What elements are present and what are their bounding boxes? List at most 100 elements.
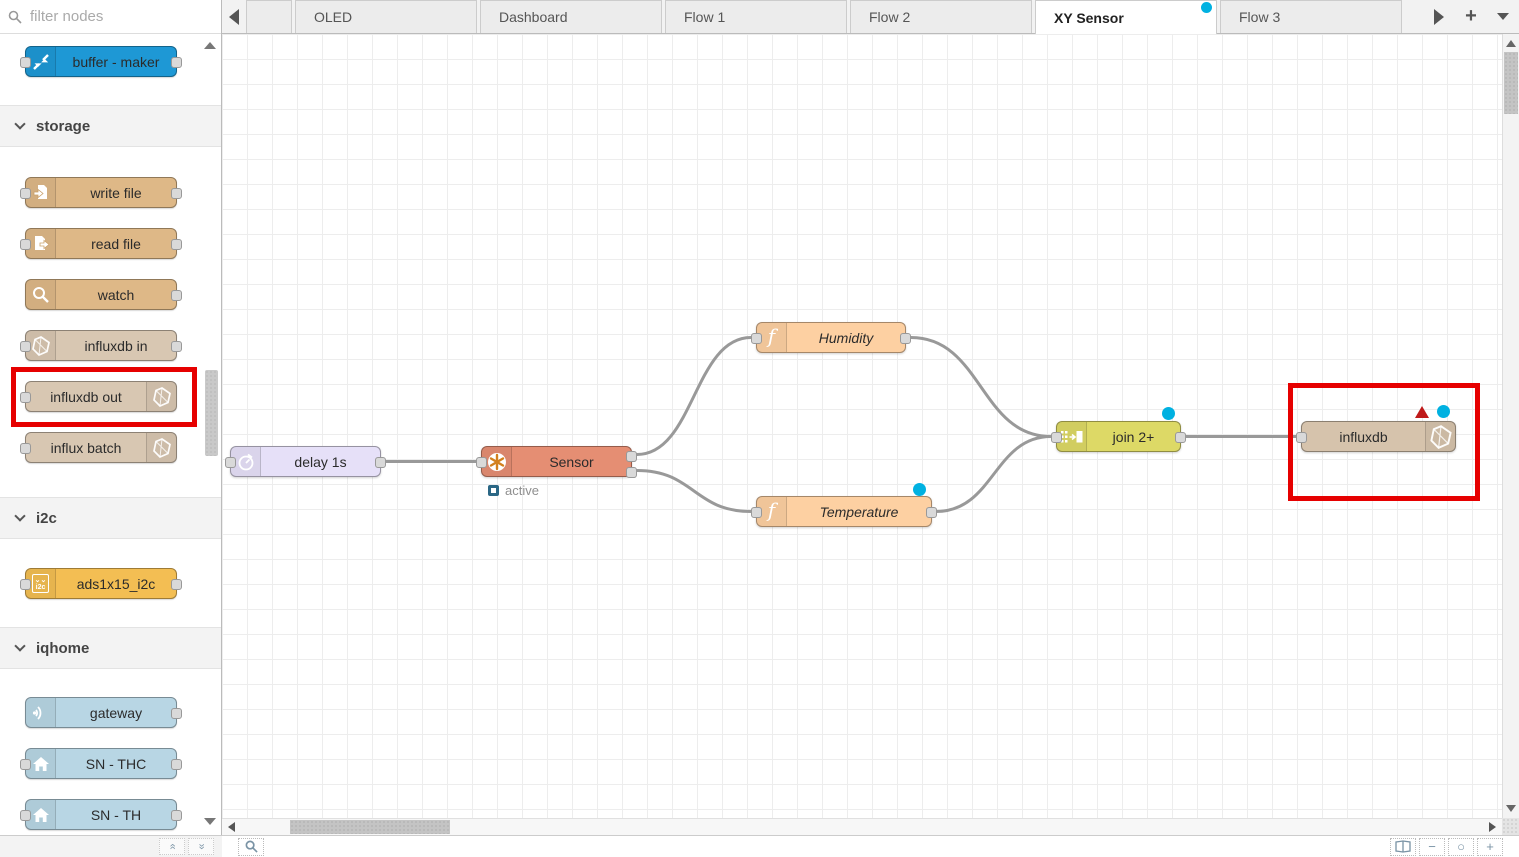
node-output-port[interactable] bbox=[171, 707, 182, 719]
navigator-toggle-button[interactable] bbox=[1390, 837, 1416, 856]
tab-flow-2[interactable]: Flow 2 bbox=[850, 0, 1032, 33]
wire-humidity-join[interactable] bbox=[909, 336, 1053, 438]
tab-dashboard[interactable]: Dashboard bbox=[480, 0, 662, 33]
node-input-port[interactable] bbox=[20, 56, 31, 68]
node-input-port[interactable] bbox=[20, 238, 31, 250]
palette-node-influxdb-in[interactable]: influxdb in bbox=[20, 330, 182, 361]
node-input-port[interactable] bbox=[20, 187, 31, 199]
palette-node-ads1x15-i2c[interactable]: ⌄⌄i2c ads1x15_i2c bbox=[20, 568, 182, 599]
node-input-port[interactable] bbox=[751, 332, 762, 344]
node-input-port[interactable] bbox=[20, 391, 31, 403]
tab-oled[interactable]: OLED bbox=[295, 0, 477, 33]
tabs-scroll-left-button[interactable] bbox=[222, 0, 246, 33]
wire-temperature-join[interactable] bbox=[934, 435, 1053, 513]
flow-node-delay[interactable]: delay 1s bbox=[225, 446, 386, 477]
scroll-up-arrow[interactable] bbox=[1506, 40, 1516, 47]
flow-node-join[interactable]: join 2+ bbox=[1051, 407, 1186, 452]
node-output-port[interactable] bbox=[926, 506, 937, 518]
zoom-out-button[interactable]: − bbox=[1419, 837, 1445, 856]
palette-footer: « » bbox=[0, 835, 222, 857]
tab-partial[interactable] bbox=[246, 0, 292, 33]
node-output-port[interactable] bbox=[171, 809, 182, 821]
palette-category-i2c[interactable]: i2c bbox=[0, 497, 221, 539]
collapse-all-categories-button[interactable]: « bbox=[159, 838, 185, 855]
node-output-port[interactable] bbox=[171, 238, 182, 250]
node-input-port[interactable] bbox=[1296, 431, 1307, 443]
palette-node-gateway[interactable]: gateway bbox=[25, 697, 182, 728]
palette-node-sn-th[interactable]: SN - TH bbox=[20, 799, 182, 830]
flow-node-sensor[interactable]: Sensor bbox=[476, 446, 637, 478]
workspace-tabbar: OLED Dashboard Flow 1 Flow 2 XY Sensor F… bbox=[222, 0, 1519, 34]
node-output-port[interactable] bbox=[171, 187, 182, 199]
wire-sensor-temperature[interactable] bbox=[635, 469, 753, 513]
canvas-vertical-scrollbar[interactable] bbox=[1502, 34, 1519, 818]
wire-sensor-humidity[interactable] bbox=[635, 336, 753, 456]
node-input-port[interactable] bbox=[20, 809, 31, 821]
node-output-port[interactable] bbox=[171, 340, 182, 352]
palette-category-storage[interactable]: storage bbox=[0, 105, 221, 147]
node-input-port[interactable] bbox=[20, 578, 31, 590]
node-output-port[interactable] bbox=[900, 332, 911, 344]
canvas-search-button[interactable] bbox=[238, 837, 264, 856]
node-label: read file bbox=[91, 235, 141, 252]
node-output-port[interactable] bbox=[171, 289, 182, 301]
red-highlight-box-canvas bbox=[1288, 383, 1480, 501]
palette-scroll-area[interactable]: buffer - maker storage bbox=[0, 34, 221, 835]
palette-scrollbar-thumb[interactable] bbox=[205, 370, 218, 456]
flow-canvas[interactable]: delay 1s Sensor bbox=[222, 34, 1502, 818]
node-output-port-2[interactable] bbox=[626, 467, 637, 478]
node-input-port[interactable] bbox=[225, 456, 236, 468]
add-flow-button[interactable]: + bbox=[1465, 5, 1477, 27]
tab-flow-1[interactable]: Flow 1 bbox=[665, 0, 847, 33]
node-input-port[interactable] bbox=[20, 758, 31, 770]
node-output-port[interactable] bbox=[375, 456, 386, 468]
palette-category-iqhome[interactable]: iqhome bbox=[0, 627, 221, 669]
canvas-horizontal-scrollbar[interactable] bbox=[222, 818, 1502, 835]
wires-layer bbox=[384, 336, 1298, 513]
palette-node-watch[interactable]: watch bbox=[25, 279, 182, 310]
node-output-port[interactable] bbox=[1175, 431, 1186, 443]
node-output-port[interactable] bbox=[171, 56, 182, 68]
horizontal-scrollbar-thumb[interactable] bbox=[290, 820, 450, 834]
palette-node-influxdb-out[interactable]: influxdb out bbox=[20, 381, 177, 412]
scroll-down-arrow[interactable] bbox=[1506, 805, 1516, 812]
influxdb-logo-icon bbox=[146, 433, 176, 462]
node-output-port[interactable] bbox=[171, 578, 182, 590]
scroll-right-arrow[interactable] bbox=[1489, 822, 1496, 832]
palette-node-buffer-maker[interactable]: buffer - maker bbox=[20, 46, 182, 77]
palette-node-write-file[interactable]: write file bbox=[20, 177, 182, 208]
palette-filter-input[interactable] bbox=[28, 7, 198, 26]
palette-node-influx-batch[interactable]: influx batch bbox=[20, 432, 177, 463]
flow-node-humidity[interactable]: f Humidity bbox=[751, 322, 911, 353]
zoom-in-button[interactable]: + bbox=[1477, 837, 1503, 856]
status-square-icon bbox=[488, 485, 499, 496]
node-input-port[interactable] bbox=[20, 340, 31, 352]
search-icon bbox=[8, 10, 22, 24]
node-output-port-1[interactable] bbox=[626, 451, 637, 462]
flow-list-dropdown-button[interactable] bbox=[1487, 0, 1519, 33]
tab-flow-3[interactable]: Flow 3 bbox=[1220, 0, 1402, 33]
palette-node-read-file[interactable]: read file bbox=[20, 228, 182, 259]
node-input-port[interactable] bbox=[751, 506, 762, 518]
palette-sidebar: buffer - maker storage bbox=[0, 0, 222, 857]
scroll-left-arrow[interactable] bbox=[228, 822, 235, 832]
node-input-port[interactable] bbox=[476, 456, 487, 468]
node-input-port[interactable] bbox=[20, 442, 31, 454]
zoom-reset-button[interactable]: ○ bbox=[1448, 837, 1474, 856]
palette-scroll-up-arrow[interactable] bbox=[204, 42, 216, 49]
function-icon: f bbox=[757, 497, 787, 526]
palette-node-sn-thc[interactable]: SN - THC bbox=[20, 748, 182, 779]
modified-dot bbox=[1437, 405, 1450, 418]
palette-scroll-down-arrow[interactable] bbox=[204, 818, 216, 825]
tabs-scroll-right-button[interactable] bbox=[1423, 0, 1455, 33]
node-output-port[interactable] bbox=[171, 758, 182, 770]
flow-node-influxdb[interactable]: influxdb bbox=[1296, 405, 1456, 452]
caret-left-icon bbox=[229, 8, 239, 25]
expand-all-categories-button[interactable]: » bbox=[188, 838, 214, 855]
function-icon: f bbox=[757, 323, 787, 352]
home-icon bbox=[26, 800, 56, 829]
tab-xy-sensor-active[interactable]: XY Sensor bbox=[1035, 0, 1217, 34]
flow-node-temperature[interactable]: f Temperature bbox=[751, 483, 937, 527]
node-input-port[interactable] bbox=[1051, 431, 1062, 443]
vertical-scrollbar-thumb[interactable] bbox=[1504, 52, 1518, 114]
